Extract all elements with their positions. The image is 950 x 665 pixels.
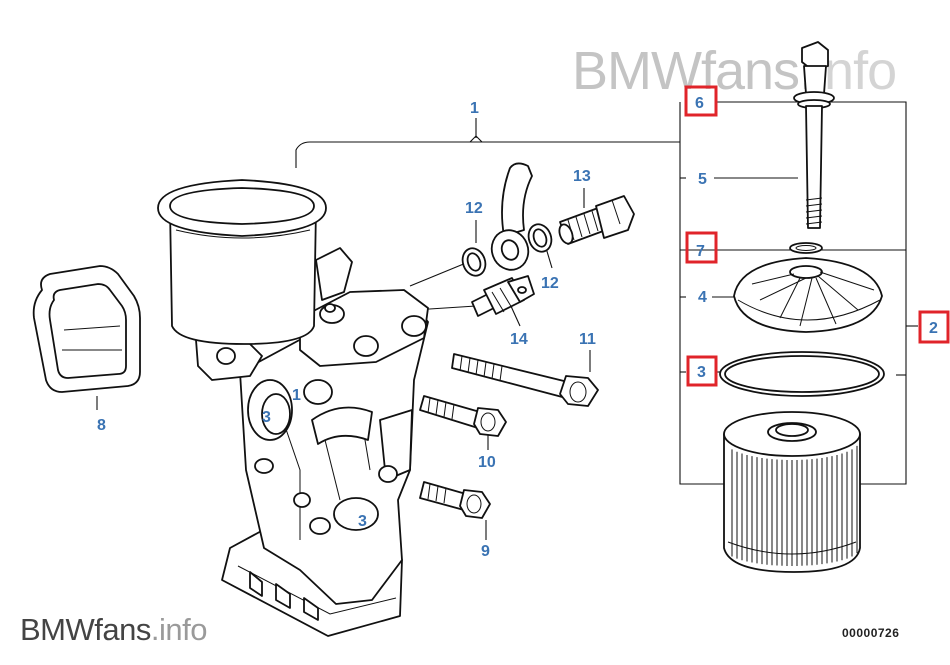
- banjo-fitting: [490, 162, 533, 271]
- label-11: 11: [579, 331, 596, 348]
- label-6: 6: [695, 95, 704, 112]
- highlight-box-3: [686, 355, 718, 387]
- bolt-11: [451, 353, 599, 407]
- label-12-left: 12: [465, 200, 483, 217]
- cover-bolt-5: [793, 41, 835, 229]
- label-3-housing-a: 3: [262, 409, 271, 426]
- sensor-14: [471, 275, 535, 317]
- label-4: 4: [698, 289, 707, 306]
- filter-element: [723, 411, 861, 573]
- label-5: 5: [698, 171, 707, 188]
- hollow-bolt-13: [558, 195, 635, 245]
- filter-housing: [157, 179, 429, 637]
- filter-cover-4: [733, 257, 883, 333]
- label-3-housing-b: 3: [358, 513, 367, 530]
- highlight-box-7: [685, 231, 718, 264]
- label-13: 13: [573, 168, 591, 185]
- label-2: 2: [929, 320, 938, 337]
- label-14: 14: [510, 331, 528, 348]
- highlight-box-6: [684, 85, 718, 117]
- label-12-right: 12: [541, 275, 559, 292]
- label-9: 9: [481, 543, 490, 560]
- bolt-10: [419, 395, 507, 437]
- sealing-ring-12-right: [527, 223, 553, 253]
- label-1-housing: 1: [292, 387, 301, 404]
- label-7: 7: [696, 243, 705, 260]
- bolt-9: [419, 481, 491, 519]
- label-1-top: 1: [470, 100, 479, 117]
- sealing-ring-12-left: [461, 247, 487, 277]
- gasket-part-8: [32, 265, 141, 393]
- diagram-id: 00000726: [842, 626, 900, 640]
- sealing-ring-3: [719, 351, 885, 397]
- label-8: 8: [97, 417, 106, 434]
- label-3-ring: 3: [697, 364, 706, 381]
- watermark-bottom: BMWfans.info: [20, 612, 207, 647]
- o-ring-7: [789, 242, 823, 254]
- highlight-box-2: [918, 310, 950, 344]
- label-10: 10: [478, 454, 496, 471]
